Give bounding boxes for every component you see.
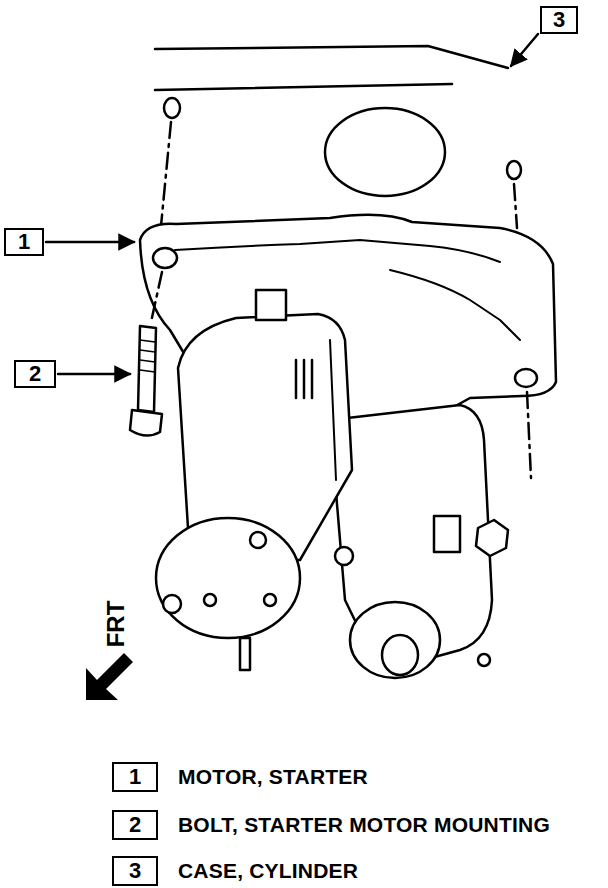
mount-hole [153, 248, 177, 268]
terminal [434, 516, 460, 552]
screw [478, 654, 490, 666]
center-line [151, 272, 162, 322]
wire-lead [240, 638, 250, 670]
callout-number: 3 [112, 856, 158, 886]
rib [303, 360, 306, 398]
leader-line [511, 34, 538, 66]
terminal [382, 635, 418, 675]
center-line [161, 122, 171, 226]
case-edge [155, 46, 508, 68]
center-line [527, 392, 531, 478]
legend-entry: 1 MOTOR, STARTER [112, 762, 368, 792]
part-name: CASE, CYLINDER [178, 859, 358, 883]
screw [250, 532, 266, 548]
through-bolt [335, 547, 353, 565]
mount-hole [515, 369, 537, 387]
callout-number: 2 [14, 360, 56, 388]
bolt-hole [164, 98, 180, 118]
front-arrow [86, 653, 133, 700]
direction-label: FRT [102, 601, 130, 648]
legend-entry: 2 BOLT, STARTER MOTOR MOUNTING [112, 810, 550, 840]
leader-line [58, 373, 130, 376]
callout-box: 3 [540, 6, 578, 34]
callout-box: 2 [14, 360, 56, 388]
callout-number: 1 [4, 228, 44, 256]
flange-rib [390, 270, 520, 340]
rib [295, 360, 298, 398]
part-name: MOTOR, STARTER [178, 765, 368, 789]
mounting-bolt [130, 326, 162, 436]
bolt-hole [507, 161, 521, 179]
part-name: BOLT, STARTER MOTOR MOUNTING [178, 813, 550, 837]
motor-end-cap [156, 518, 300, 638]
callout-number: 2 [112, 810, 158, 840]
solenoid-cap [350, 602, 440, 678]
drive-housing [325, 108, 445, 196]
callout-number: 1 [112, 762, 158, 792]
seam [330, 340, 336, 480]
callout-number: 3 [540, 6, 578, 34]
case-edge [155, 84, 452, 90]
screw [264, 594, 276, 606]
leader-line [46, 241, 134, 244]
callout-box: 1 [4, 228, 44, 256]
through-bolt [163, 595, 181, 613]
motor-terminal [256, 290, 286, 320]
screw [204, 594, 216, 606]
flange-rib [175, 240, 500, 262]
terminal-nut [476, 520, 508, 556]
center-line [514, 184, 517, 228]
rib [311, 360, 314, 398]
legend-entry: 3 CASE, CYLINDER [112, 856, 358, 886]
